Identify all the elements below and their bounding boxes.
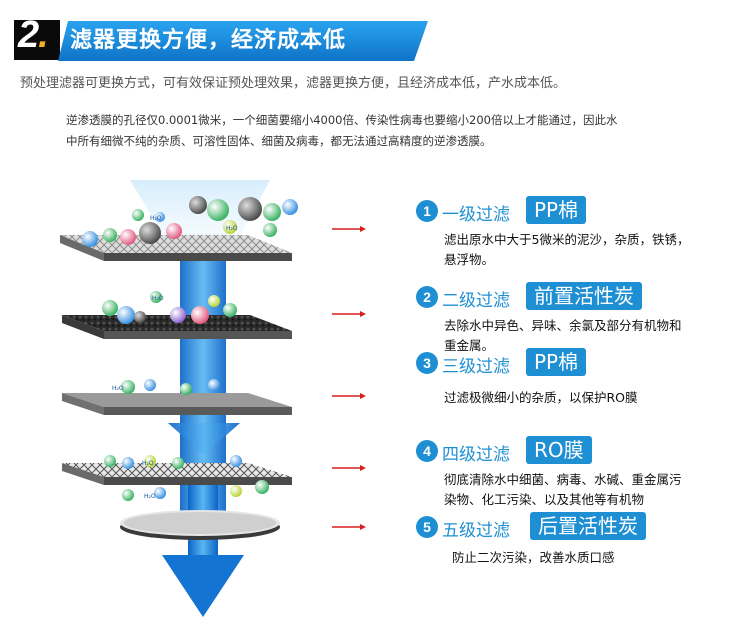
step-number-icon: 2: [416, 286, 438, 308]
particles-layer-2: [102, 291, 237, 324]
step-number-icon: 4: [416, 440, 438, 462]
h2o-label: H₂O: [144, 493, 156, 500]
step-desc-line: 滤出原水中大于5微米的泥沙，杂质，铁锈，: [444, 232, 690, 247]
step-desc-line: 悬浮物。: [444, 252, 495, 267]
step-number-icon: 3: [416, 352, 438, 374]
particles-layer-1: [82, 196, 298, 247]
step-desc-line: 去除水中异色、异味、余氯及部分有机物和: [444, 318, 682, 333]
particles-layer-3: [121, 379, 220, 395]
step-level: 三级过滤: [442, 357, 510, 377]
subtitle: 预处理滤器可更换方式，可有效保证预处理效果，滤器更换方便，且经济成本低，产水成本…: [20, 76, 567, 91]
section-header: 2. 滤器更换方便，经济成本低: [0, 0, 750, 62]
step-name-badge: 前置活性炭: [526, 282, 642, 310]
filter-layer-1: [60, 235, 292, 261]
step-name-badge: RO膜: [526, 436, 592, 464]
filter-layers-diagram: H₂O H₂O H₂O H₂O H₂O H₂O: [60, 180, 366, 617]
step-name-badge: PP棉: [526, 348, 587, 376]
section-number-box: [14, 20, 60, 60]
paragraph-line: 逆渗透膜的孔径仅0.0001微米，一个细菌要缩小4000倍、传染性病毒也要缩小2…: [66, 113, 618, 127]
h2o-label: H₂O: [150, 215, 162, 222]
step-level: 四级过滤: [442, 445, 510, 465]
section-title: 滤器更换方便，经济成本低: [70, 28, 347, 53]
step-number-icon: 1: [416, 200, 438, 222]
title-banner: [58, 21, 428, 61]
filter-step-3: 3 三级过滤 PP棉 过滤极微细小的杂质，以保护RO膜: [416, 348, 638, 408]
particles-layer-4: [104, 455, 269, 501]
step-desc-line: 染物、化工污染、以及其他等有机物: [444, 492, 645, 507]
filter-layer-3: [62, 393, 292, 415]
filter-step-4: 4 四级过滤 RO膜 彻底清除水中细菌、病毒、水碱、重金属污 染物、化工污染、以…: [416, 436, 682, 510]
down-arrow-icon: [162, 555, 244, 617]
step-desc-line: 彻底清除水中细菌、病毒、水碱、重金属污: [444, 472, 682, 487]
paragraph-line: 中所有细微不纯的杂质、可溶性固体、细菌及病毒，都无法通过高精度的逆渗透膜。: [66, 134, 492, 148]
step-name-badge: PP棉: [526, 196, 587, 224]
step-name-badge: 后置活性炭: [530, 512, 646, 540]
section-number: 2.: [18, 14, 49, 56]
filter-step-2: 2 二级过滤 前置活性炭 去除水中异色、异味、余氯及部分有机物和 重金属。: [416, 282, 682, 356]
step-number-icon: 5: [416, 516, 438, 538]
step-level: 五级过滤: [442, 521, 510, 541]
step-desc-line: 防止二次污染，改善水质口感: [452, 550, 615, 565]
filter-step-5: 5 五级过滤 后置活性炭 防止二次污染，改善水质口感: [416, 512, 646, 568]
step-level: 一级过滤: [442, 205, 510, 225]
filter-step-1: 1 一级过滤 PP棉 滤出原水中大于5微米的泥沙，杂质，铁锈， 悬浮物。: [416, 196, 690, 270]
step-desc-line: 重金属。: [444, 338, 495, 353]
step-level: 二级过滤: [442, 291, 510, 311]
step-desc-line: 过滤极微细小的杂质，以保护RO膜: [444, 390, 638, 405]
h2o-label: H₂O: [226, 225, 238, 232]
h2o-label: H₂O: [142, 460, 154, 467]
h2o-label: H₂O: [152, 295, 164, 302]
description-paragraph: 逆渗透膜的孔径仅0.0001微米，一个细菌要缩小4000倍、传染性病毒也要缩小2…: [66, 110, 706, 152]
water-molecule-labels: H₂O H₂O H₂O H₂O H₂O H₂O: [112, 215, 238, 500]
red-pointer-arrows: [332, 226, 366, 530]
filter-layer-5: [120, 510, 280, 540]
h2o-label: H₂O: [112, 385, 124, 392]
water-flow-arrow: [168, 423, 240, 455]
